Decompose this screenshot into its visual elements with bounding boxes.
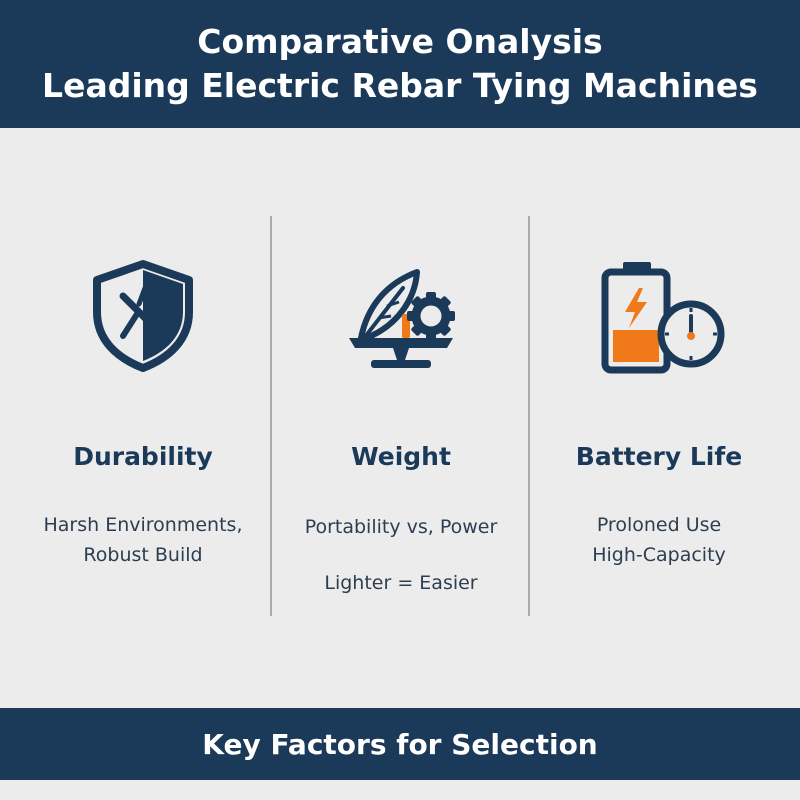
title-banner: Comparative Onalysis Leading Electric Re… bbox=[0, 0, 800, 128]
factor-title: Battery Life bbox=[575, 442, 743, 471]
footer-banner: Key Factors for Selection bbox=[0, 708, 800, 780]
factor-title: Weight bbox=[351, 442, 451, 471]
column-divider bbox=[528, 216, 530, 616]
column-divider bbox=[270, 216, 272, 616]
shield-icon bbox=[93, 260, 193, 372]
factor-detail-line: Portability vs, Power bbox=[304, 516, 498, 538]
factor-detail-line: Harsh Environments, bbox=[43, 514, 243, 536]
factor-columns: Durability Harsh Environments, Robust Bu… bbox=[0, 128, 800, 708]
factor-detail-line: High-Capacity bbox=[592, 544, 726, 566]
factor-detail-line: Lighter = Easier bbox=[324, 572, 478, 594]
page-title-line-1: Comparative Onalysis bbox=[197, 22, 603, 61]
factor-weight: Weight Portability vs, Power Lighter = E… bbox=[272, 128, 530, 708]
factor-battery-life: Battery Life Proloned Use High-Capacity bbox=[530, 128, 788, 708]
page-title-line-2: Leading Electric Rebar Tying Machines bbox=[42, 66, 758, 105]
feather-gear-scale-icon bbox=[349, 269, 455, 368]
battery-clock-icon bbox=[601, 262, 725, 374]
footer-label: Key Factors for Selection bbox=[202, 727, 598, 761]
factor-title: Durability bbox=[73, 442, 213, 471]
bottom-strip bbox=[0, 780, 800, 800]
factor-durability: Durability Harsh Environments, Robust Bu… bbox=[14, 128, 272, 708]
factor-detail-line: Proloned Use bbox=[596, 514, 722, 536]
factor-detail-line: Robust Build bbox=[83, 544, 203, 566]
